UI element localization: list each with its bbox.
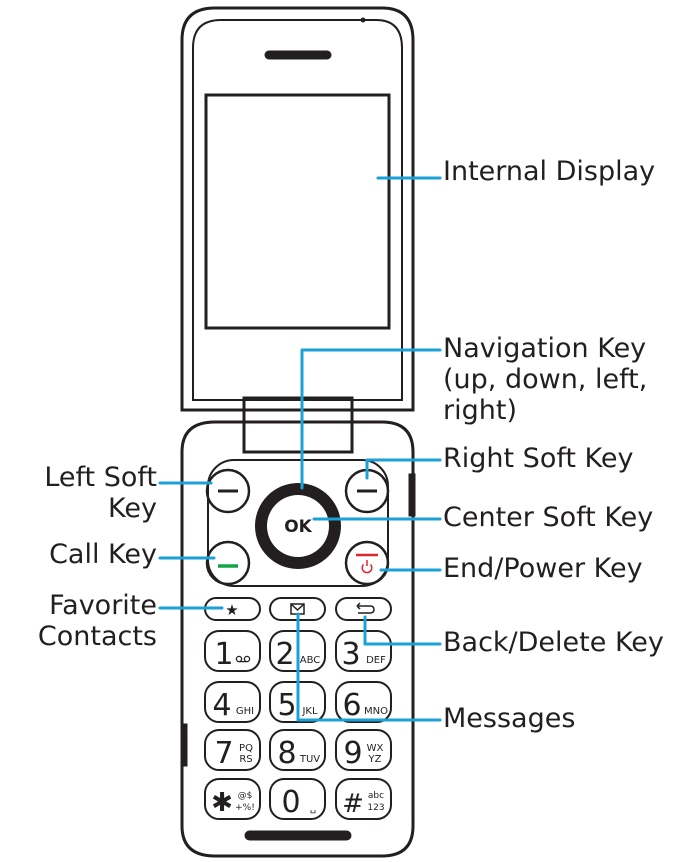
key-2-letters: ABC xyxy=(300,655,321,666)
power-icon xyxy=(361,560,373,574)
bottom-microphone xyxy=(244,830,352,841)
key-star-symbol: ✱ xyxy=(211,788,233,818)
key-3-letters: DEF xyxy=(366,655,386,666)
key-0-digit: 0 xyxy=(281,785,300,820)
key-9[interactable] xyxy=(335,729,392,771)
key-0-space: ␣ xyxy=(310,803,316,814)
key-6-letters: MNO xyxy=(364,706,388,717)
label-center-soft-key: Center Soft Key xyxy=(443,502,654,533)
hinge xyxy=(242,396,354,454)
key-star-symbols-top: @$ xyxy=(238,791,253,801)
key-7-digit: 7 xyxy=(214,736,233,771)
envelope-icon xyxy=(290,603,305,615)
key-5-letters: JKL xyxy=(301,706,318,717)
key-9-letters-top: WX xyxy=(367,743,384,754)
label-internal-display: Internal Display xyxy=(443,156,656,187)
ok-label: OK xyxy=(284,517,312,537)
leader-back-delete-key xyxy=(363,615,442,646)
key-8[interactable] xyxy=(269,729,326,771)
leader-right-soft-key xyxy=(365,458,442,480)
key-1-digit: 1 xyxy=(214,637,233,672)
label-back-delete-key: Back/Delete Key xyxy=(443,627,664,658)
key-hash-symbol: # xyxy=(342,789,364,819)
key-1[interactable] xyxy=(204,630,261,672)
label-right-soft-key: Right Soft Key xyxy=(443,443,634,474)
leader-messages xyxy=(296,612,442,722)
key-hash-letters-top: abc xyxy=(368,791,384,801)
key-7-letters-bottom: RS xyxy=(239,754,252,765)
key-4-digit: 4 xyxy=(212,688,231,723)
side-button-left xyxy=(180,723,188,767)
phone-bottom-shell xyxy=(180,420,415,858)
call-key[interactable] xyxy=(205,540,251,586)
label-messages: Messages xyxy=(443,703,576,734)
left-soft-key[interactable] xyxy=(205,468,251,514)
leader-navigation-key xyxy=(300,348,442,490)
label-navigation-key: Navigation Key (up, down, left, right) xyxy=(443,333,648,426)
key-star-symbols-bottom: +%! xyxy=(235,803,255,813)
label-left-soft-key: Left Soft Key xyxy=(44,462,157,524)
label-end-power-key: End/Power Key xyxy=(443,553,643,584)
earpiece xyxy=(264,50,332,60)
key-5-digit: 5 xyxy=(277,688,296,723)
key-2-digit: 2 xyxy=(275,637,294,672)
key-7[interactable] xyxy=(204,729,261,771)
key-4[interactable] xyxy=(204,681,261,723)
key-hash-letters-bottom: 123 xyxy=(367,803,384,813)
nav-pad-area xyxy=(207,459,389,587)
key-4-letters: GHI xyxy=(236,706,254,717)
back-arrow-icon xyxy=(356,602,375,614)
internal-display xyxy=(204,93,391,330)
phone-top-shell xyxy=(180,6,415,412)
star-symbol: ★ xyxy=(225,601,238,619)
label-call-key: Call Key xyxy=(49,539,157,570)
key-star[interactable] xyxy=(204,778,261,820)
front-sensor xyxy=(360,17,366,23)
back-delete-key[interactable] xyxy=(335,597,392,621)
center-soft-key[interactable] xyxy=(267,495,329,557)
key-8-digit: 8 xyxy=(277,736,296,771)
phone-top-inner-outline xyxy=(192,19,403,401)
end-power-key[interactable] xyxy=(344,540,390,586)
key-8-letters: TUV xyxy=(299,754,320,765)
label-favorite-contacts: Favorite Contacts xyxy=(37,590,157,652)
key-hash[interactable] xyxy=(335,778,392,820)
key-6-digit: 6 xyxy=(342,688,361,723)
key-7-letters-top: PQ xyxy=(239,743,253,754)
voicemail-icon xyxy=(235,655,251,663)
key-3-digit: 3 xyxy=(341,637,360,672)
key-9-letters-bottom: YZ xyxy=(368,754,382,765)
key-6[interactable] xyxy=(335,681,392,723)
side-button-right xyxy=(408,473,416,517)
key-0[interactable] xyxy=(269,778,326,820)
key-9-digit: 9 xyxy=(343,736,362,771)
